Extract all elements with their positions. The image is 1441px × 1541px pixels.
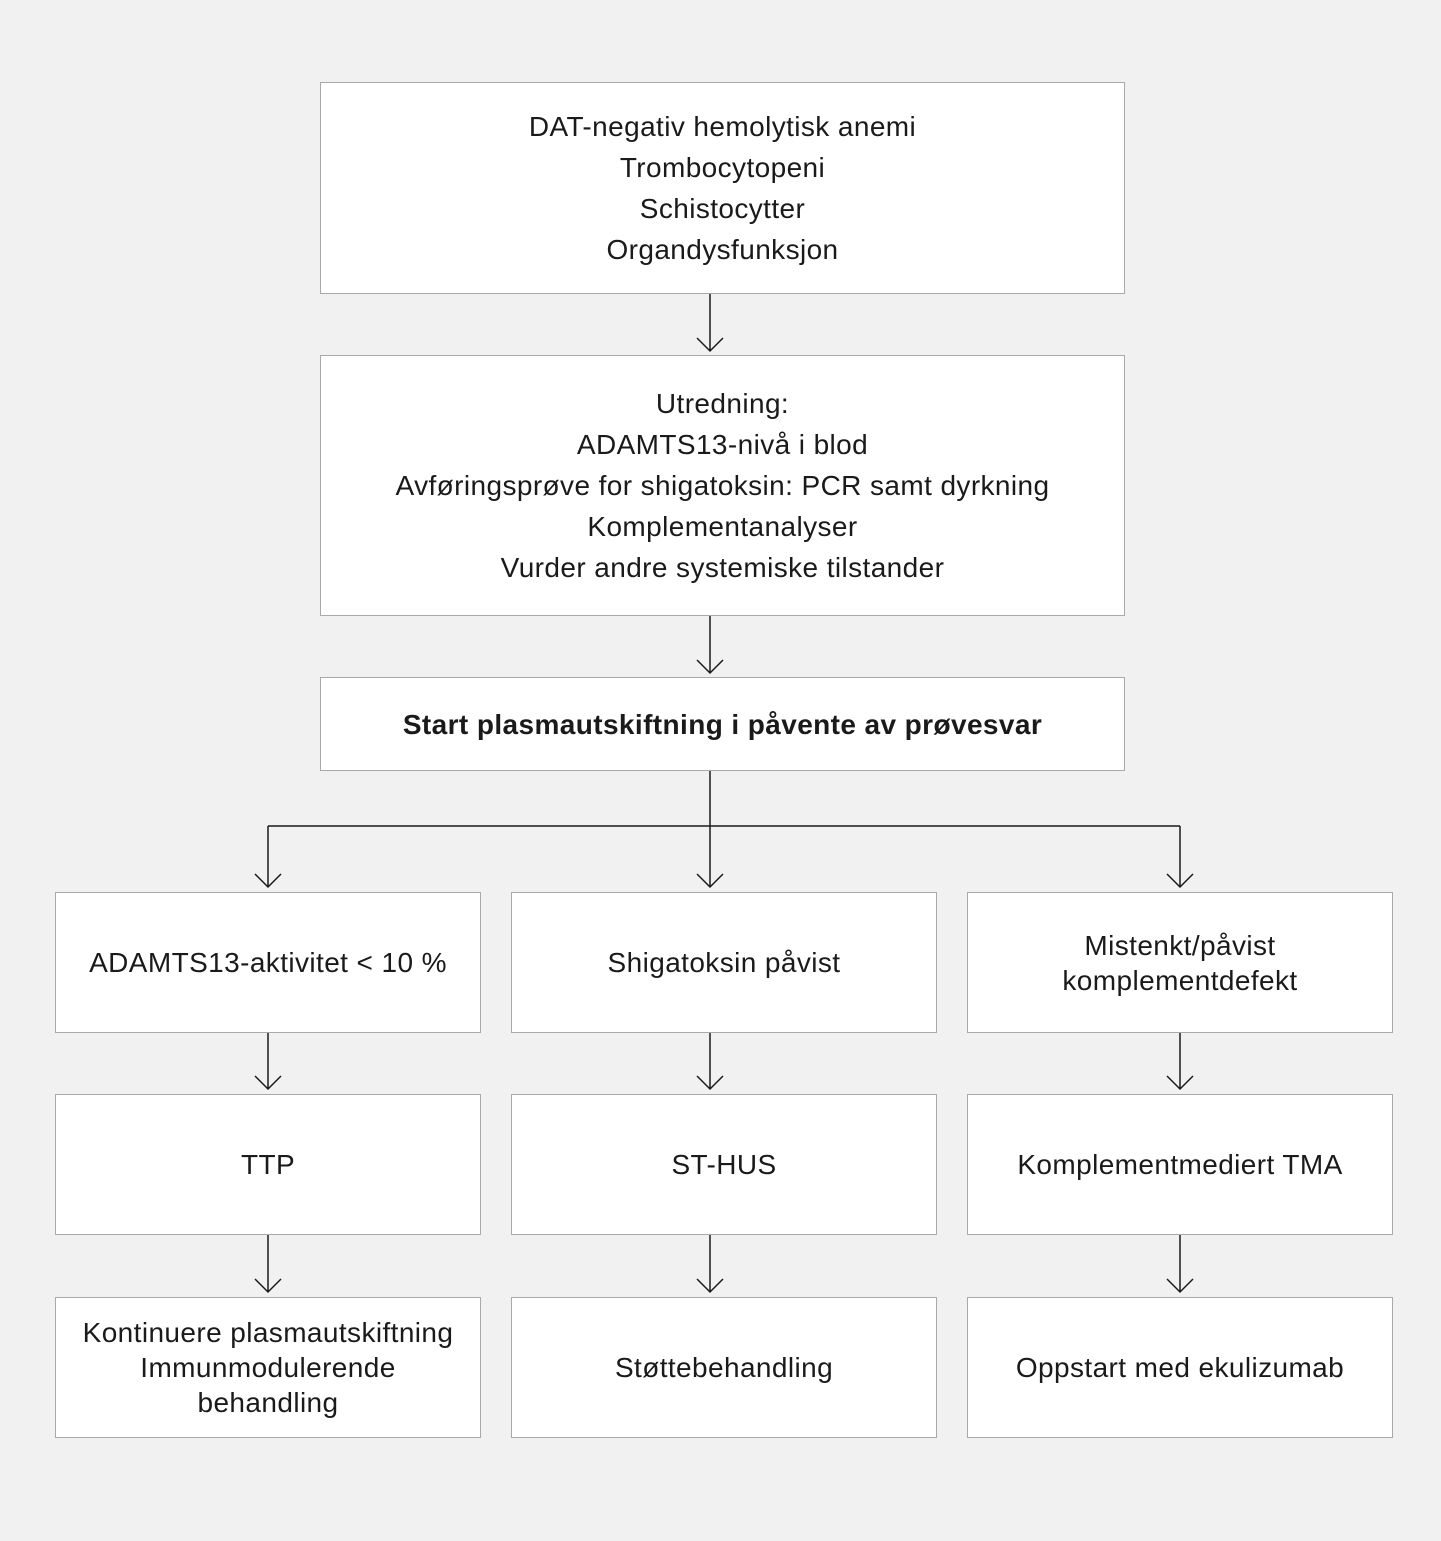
finding-text: komplementdefekt: [1062, 964, 1298, 996]
symptom-line: Schistocytter: [639, 193, 806, 224]
arrow-head-branch-1: [254, 873, 282, 889]
arrow-head-branch-2: [696, 873, 724, 889]
diagnosis-text: ST-HUS: [671, 1149, 777, 1180]
arrow-diagnosis-to-treatment-3: [1166, 1235, 1194, 1294]
investigation-line: ADAMTS13-nivå i blod: [576, 429, 869, 460]
arrow-investigation-to-start: [696, 616, 724, 675]
finding-box-adamts13: ADAMTS13-aktivitet < 10 %: [55, 892, 481, 1033]
arrow-finding-to-diagnosis-2: [696, 1033, 724, 1091]
finding-text: Mistenkt/påvist: [1084, 929, 1276, 961]
start-treatment-text: Start plasmautskiftning i påvente av prø…: [402, 708, 1043, 740]
finding-box-complement: Mistenkt/påvist komplementdefekt: [967, 892, 1393, 1033]
treatment-text: Støttebehandling: [614, 1352, 834, 1383]
symptom-line: DAT-negativ hemolytisk anemi: [528, 111, 917, 142]
finding-text: Shigatoksin påvist: [607, 947, 841, 978]
start-treatment-box: Start plasmautskiftning i påvente av prø…: [320, 677, 1125, 771]
treatment-text: behandling: [197, 1387, 339, 1418]
treatment-text: Kontinuere plasmautskiftning: [82, 1317, 454, 1348]
finding-box-shigatoxin: Shigatoksin påvist: [511, 892, 937, 1033]
arrow-finding-to-diagnosis-1: [254, 1033, 282, 1091]
investigation-line: Komplementanalyser: [587, 511, 858, 542]
diagnosis-box-ttp: TTP: [55, 1094, 481, 1235]
arrow-diagnosis-to-treatment-2: [696, 1235, 724, 1294]
treatment-box-eculizumab: Oppstart med ekulizumab: [967, 1297, 1393, 1438]
diagnosis-text: Komplementmediert TMA: [1017, 1149, 1343, 1180]
treatment-box-st-hus: Støttebehandling: [511, 1297, 937, 1438]
treatment-box-ttp: Kontinuere plasmautskiftning Immunmodule…: [55, 1297, 481, 1438]
arrow-head-branch-3: [1166, 873, 1194, 889]
diagnosis-text: TTP: [240, 1149, 296, 1180]
symptom-line: Organdysfunksjon: [606, 234, 839, 265]
investigation-line: Avføringsprøve for shigatoksin: PCR samt…: [395, 470, 1050, 501]
investigation-line: Vurder andre systemiske tilstander: [500, 552, 945, 583]
investigation-line: Utredning:: [655, 388, 790, 419]
arrow-diagnosis-to-treatment-1: [254, 1235, 282, 1294]
treatment-text: Immunmodulerende: [140, 1352, 396, 1383]
symptoms-box: DAT-negativ hemolytisk anemi Trombocytop…: [320, 82, 1125, 294]
symptom-line: Trombocytopeni: [619, 152, 826, 183]
arrow-finding-to-diagnosis-3: [1166, 1033, 1194, 1091]
finding-text: ADAMTS13-aktivitet < 10 %: [89, 947, 447, 978]
investigation-box: Utredning: ADAMTS13-nivå i blod Avføring…: [320, 355, 1125, 616]
diagnosis-box-st-hus: ST-HUS: [511, 1094, 937, 1235]
branch-splitter: [267, 771, 1181, 887]
arrow-symptoms-to-investigation: [696, 294, 724, 353]
treatment-text: Oppstart med ekulizumab: [1015, 1352, 1345, 1383]
diagnosis-box-complement-tma: Komplementmediert TMA: [967, 1094, 1393, 1235]
